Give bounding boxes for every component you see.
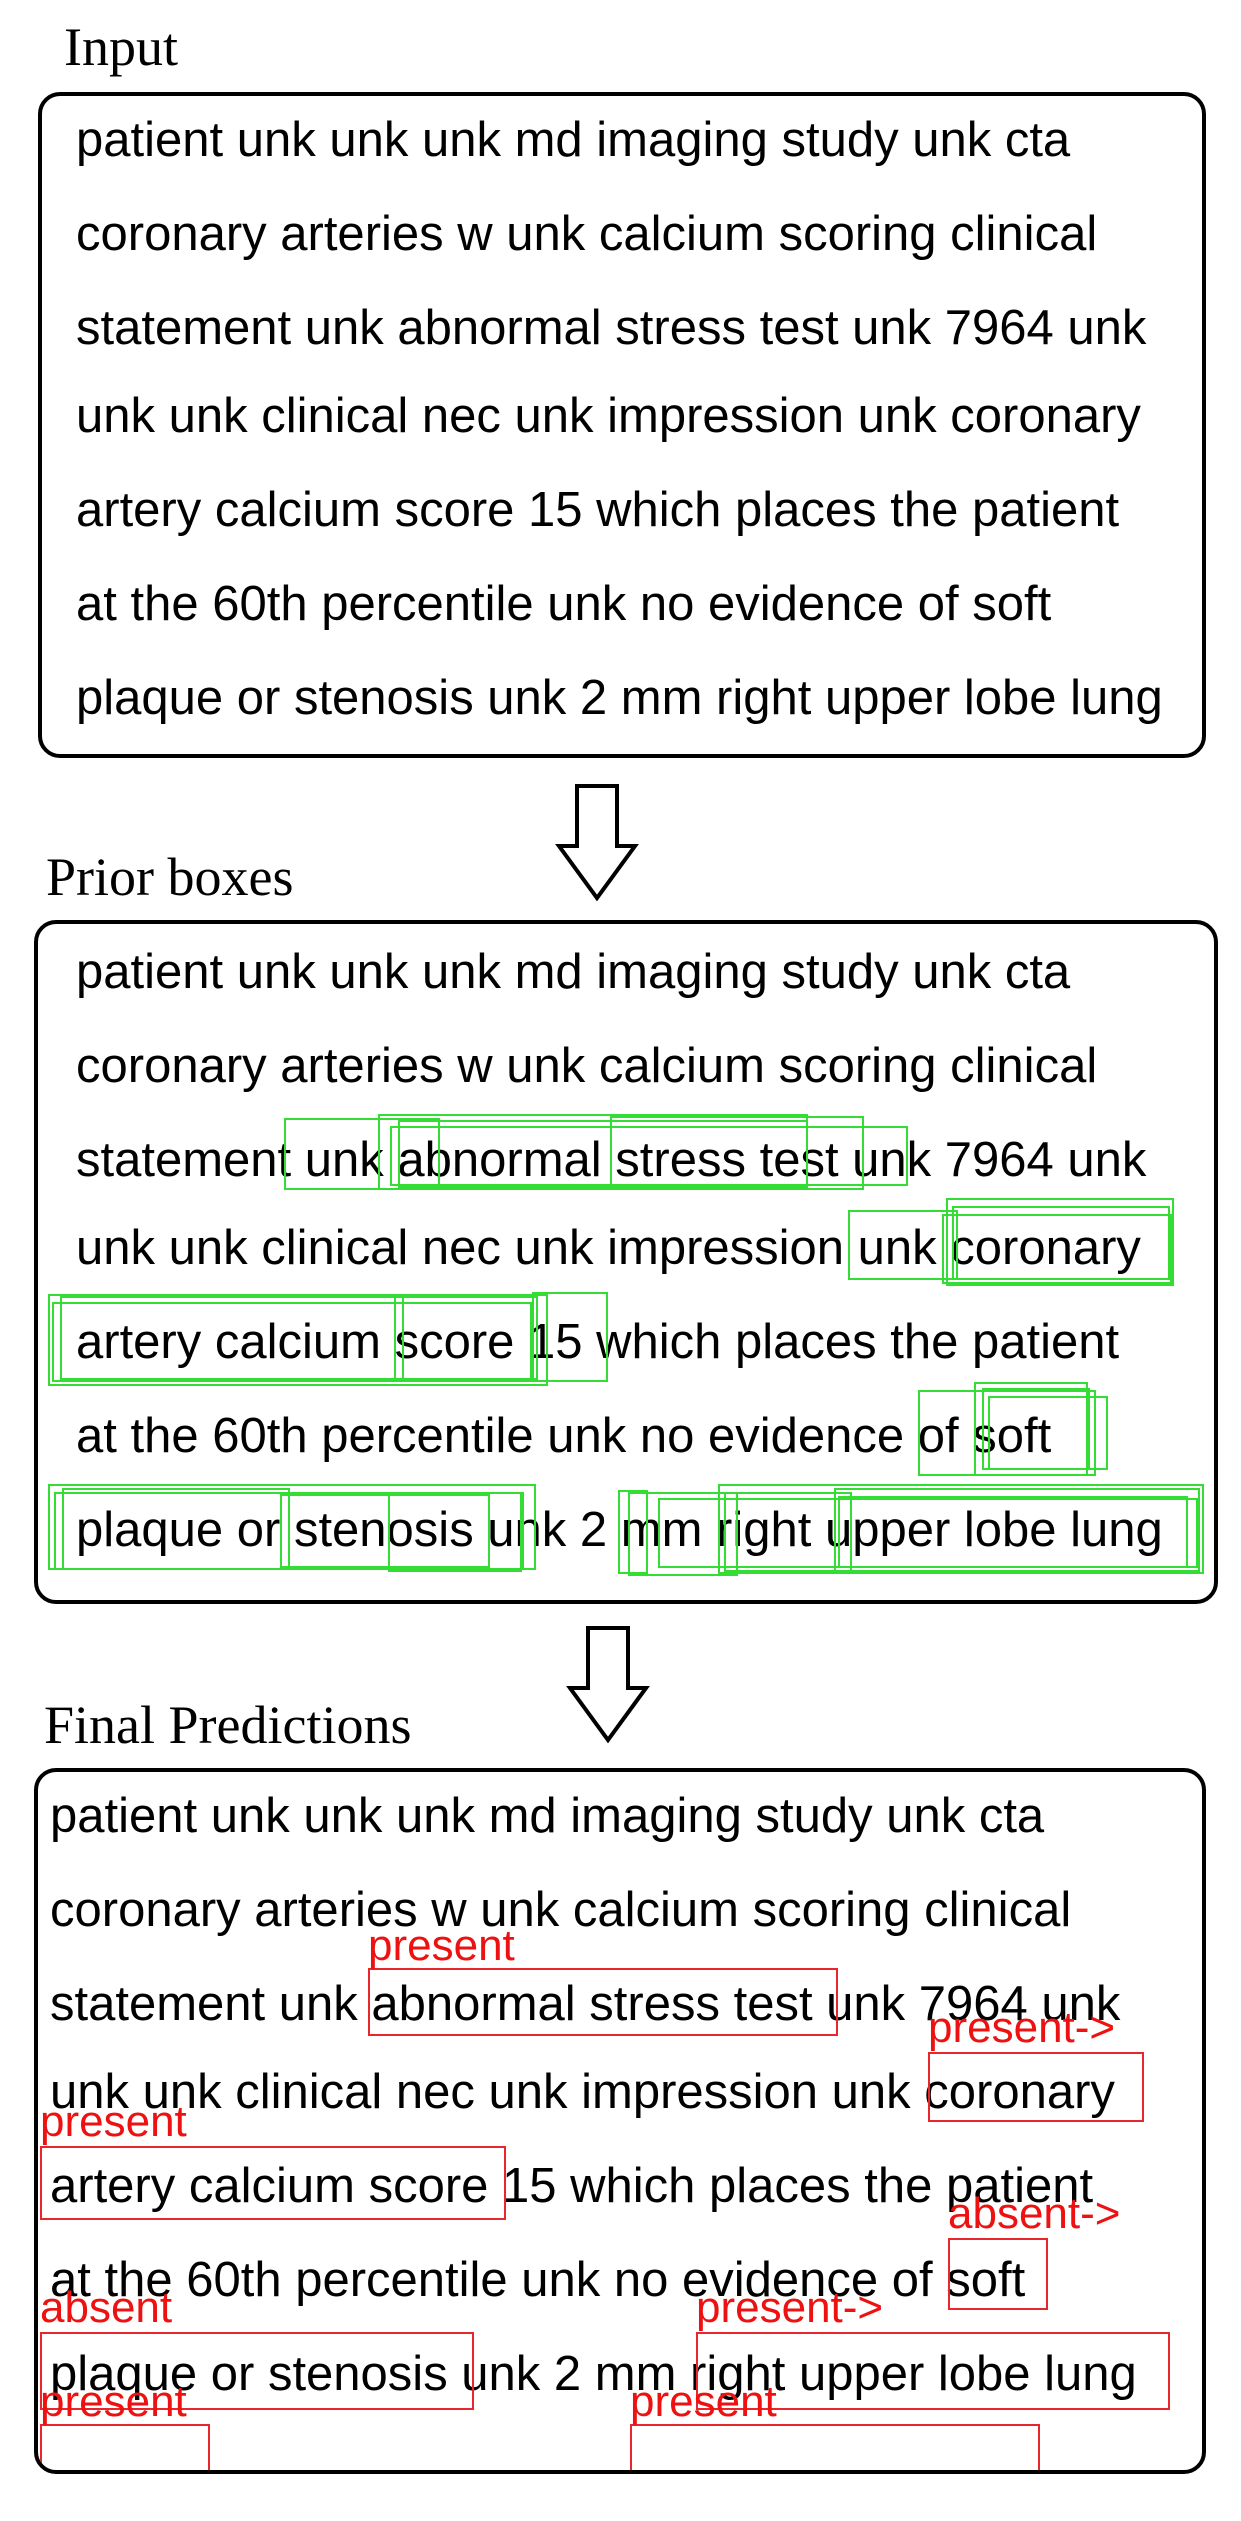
prior-box — [628, 1492, 738, 1576]
input-line: coronary arteries w unk calcium scoring … — [76, 207, 1098, 261]
final-line: plaque or stenosis unk 2 mm right upper … — [50, 2347, 1137, 2401]
prior-line: unk unk clinical nec unk impression unk … — [76, 1221, 1141, 1275]
final-line: at the 60th percentile unk no evidence o… — [50, 2253, 1026, 2307]
final-line: unk unk clinical nec unk impression unk … — [50, 2065, 1115, 2119]
prediction-label: present-> — [928, 2003, 1116, 2052]
down-arrow-icon — [555, 784, 639, 902]
prediction-box — [696, 2332, 1170, 2410]
final-line: artery calcium score 15 which places the… — [50, 2159, 1094, 2213]
prior-box — [834, 1488, 1200, 1572]
prediction-box — [368, 1968, 838, 2036]
prior-box — [618, 1490, 648, 1574]
prior-heading: Prior boxes — [46, 847, 294, 907]
down-arrow-icon — [566, 1626, 650, 1744]
prediction-label: present — [368, 1921, 515, 1970]
prior-box — [988, 1396, 1108, 1470]
prediction-label: present-> — [696, 2283, 884, 2332]
input-line: statement unk abnormal stress test unk 7… — [76, 301, 1147, 355]
prediction-box — [40, 2332, 474, 2410]
prediction-box — [630, 2424, 1040, 2470]
prior-box — [610, 1116, 864, 1190]
prior-box — [532, 1292, 608, 1382]
prior-box — [974, 1382, 1088, 1476]
prediction-label: absent — [40, 2283, 173, 2332]
prediction-box — [40, 2424, 210, 2470]
prediction-box — [948, 2238, 1048, 2310]
prior-box — [848, 1210, 958, 1280]
final-heading: Final Predictions — [44, 1695, 412, 1755]
prior-box — [942, 1214, 1172, 1284]
prior-box — [388, 1492, 522, 1572]
prior-box — [946, 1198, 1174, 1286]
prior-box — [398, 1120, 808, 1188]
final-line: patient unk unk unk md imaging study unk… — [50, 1789, 1045, 1843]
prior-box — [52, 1302, 532, 1382]
prior-box — [952, 1206, 1170, 1280]
input-line: at the 60th percentile unk no evidence o… — [76, 577, 1052, 631]
prior-box — [48, 1294, 548, 1386]
input-line: patient unk unk unk md imaging study unk… — [76, 113, 1071, 167]
input-line: plaque or stenosis unk 2 mm right upper … — [76, 671, 1163, 725]
final-line: coronary arteries w unk calcium scoring … — [50, 1883, 1072, 1937]
prior-box — [718, 1484, 1204, 1574]
prior-line: coronary arteries w unk calcium scoring … — [76, 1039, 1098, 1093]
input-line: artery calcium score 15 which places the… — [76, 483, 1120, 537]
prediction-box — [928, 2052, 1144, 2122]
prediction-label: present — [630, 2377, 777, 2426]
prior-box — [60, 1296, 404, 1380]
prediction-label: present — [40, 2377, 187, 2426]
prior-box — [658, 1498, 1198, 1568]
final-panel: patient unk unk unk md imaging study unk… — [34, 1768, 1206, 2474]
prior-box — [62, 1488, 290, 1570]
prior-panel: patient unk unk unk md imaging study unk… — [34, 920, 1218, 1604]
prior-line: at the 60th percentile unk no evidence o… — [76, 1409, 1052, 1463]
input-panel: patient unk unk unk md imaging study unk… — [38, 92, 1206, 758]
input-heading: Input — [64, 17, 178, 77]
prior-box — [280, 1494, 490, 1568]
prediction-label: absent-> — [948, 2189, 1121, 2238]
prior-line: patient unk unk unk md imaging study unk… — [76, 945, 1071, 999]
input-line: unk unk clinical nec unk impression unk … — [76, 389, 1141, 443]
prior-box — [390, 1126, 908, 1186]
prior-line: artery calcium score 15 which places the… — [76, 1315, 1120, 1369]
final-line: statement unk abnormal stress test unk 7… — [50, 1977, 1121, 2031]
prior-box — [724, 1492, 852, 1572]
prediction-box — [40, 2146, 506, 2220]
prior-box — [284, 1118, 440, 1190]
prediction-label: present — [40, 2097, 187, 2146]
prior-box — [394, 1296, 538, 1380]
